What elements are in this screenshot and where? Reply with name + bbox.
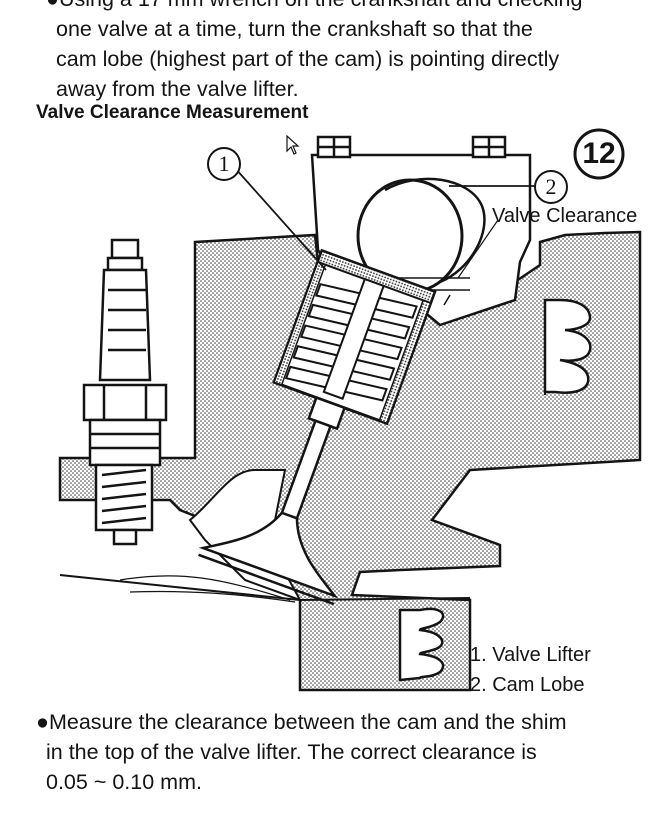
valve-lifter-assembly — [198, 248, 437, 606]
cooling-fins — [543, 298, 592, 394]
callout-1-circle — [207, 147, 241, 181]
figure-heading: Valve Clearance Measurement — [36, 102, 309, 123]
figure-number: 12 — [582, 137, 616, 170]
intro-line: one valve at a time, turn the crankshaft… — [56, 17, 533, 41]
outro-line: in the top of the valve lifter. The corr… — [46, 740, 537, 764]
mouse-pointer-icon — [286, 135, 300, 155]
lower-fins — [398, 607, 445, 682]
intro-line: ●Using a 17 mm wrench on the crankshaft … — [46, 0, 582, 14]
intro-line: cam lobe (highest part of the cam) is po… — [56, 47, 560, 71]
outro-line: 0.05 ~ 0.10 mm. — [46, 770, 202, 794]
cap-bolt-right — [471, 135, 507, 159]
legend-item: 2. Cam Lobe — [470, 674, 585, 696]
callout-2-label: 2 — [545, 174, 557, 199]
valve-clearance-label: Valve Clearance — [492, 205, 638, 227]
callout-2-circle — [534, 170, 568, 204]
valve-clearance-illustration — [58, 135, 642, 692]
outro-line: ●Measure the clearance between the cam a… — [36, 710, 567, 734]
callout-1-label: 1 — [218, 151, 230, 176]
spark-plug — [82, 238, 168, 546]
figure-legend: 1. Valve Lifter 2. Cam Lobe — [470, 640, 591, 700]
measurement-paragraph: ●Measure the clearance between the cam a… — [36, 707, 566, 797]
cap-bolt-left — [316, 135, 352, 159]
intro-paragraph: ●Using a 17 mm wrench on the crankshaft … — [46, 0, 582, 104]
figure-number-circle — [573, 128, 625, 180]
legend-item: 1. Valve Lifter — [470, 644, 591, 666]
intro-line: away from the valve lifter. — [56, 77, 299, 101]
